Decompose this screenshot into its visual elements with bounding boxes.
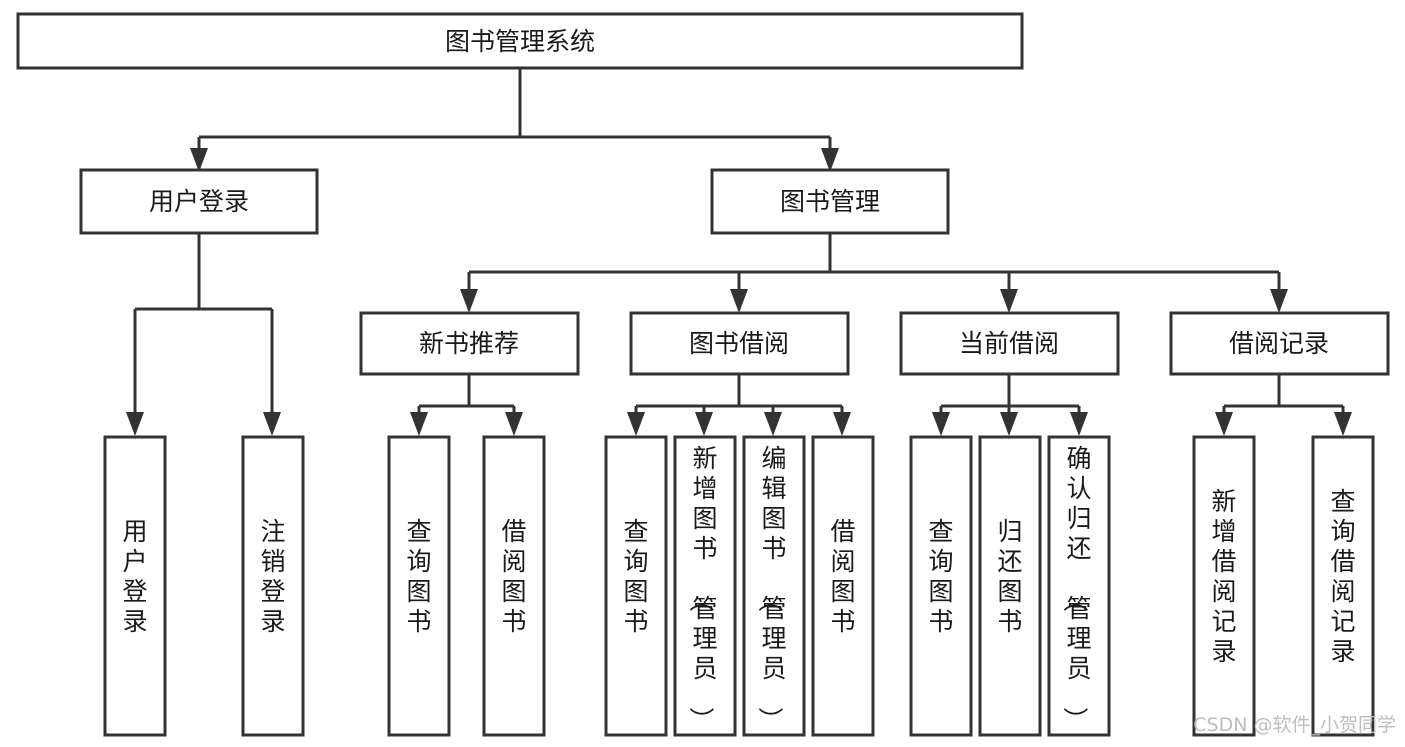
arrow-new-book-rec-to-query-book bbox=[410, 412, 428, 436]
node-book-manage-box[interactable] bbox=[710, 168, 950, 235]
node-leaf-edit-book-label: 编辑图书（管理员） bbox=[755, 444, 786, 732]
node-borrow-record-box[interactable] bbox=[1169, 311, 1390, 376]
node-leaf-confirm-return-box[interactable] bbox=[1047, 435, 1111, 737]
node-leaf-logout-box[interactable] bbox=[241, 435, 305, 737]
node-leaf-add-record-label: 新增借阅记录 bbox=[1211, 487, 1236, 666]
node-layer: 图书管理系统 用户登录 图书管理 新书推荐 图书借阅 bbox=[16, 12, 1390, 737]
node-leaf-return-book-box[interactable] bbox=[978, 435, 1042, 737]
node-leaf-edit-book-box[interactable] bbox=[742, 435, 806, 737]
arrow-book-manage-to-new-book-rec bbox=[460, 289, 478, 313]
arrow-borrow-record-to-add-record bbox=[1215, 412, 1233, 436]
node-user-login[interactable]: 用户登录 bbox=[79, 168, 319, 235]
arrow-book-manage-to-book-borrow bbox=[730, 289, 748, 313]
node-leaf-query-book-3-label: 查询图书 bbox=[928, 517, 953, 636]
arrow-current-borrow-to-confirm-return bbox=[1070, 412, 1088, 436]
node-root[interactable]: 图书管理系统 bbox=[16, 12, 1024, 70]
arrow-borrow-record-to-query-record bbox=[1334, 412, 1352, 436]
node-leaf-user-login[interactable]: 用户登录 bbox=[103, 435, 167, 737]
node-leaf-add-record[interactable]: 新增借阅记录 bbox=[1192, 435, 1256, 737]
node-borrow-record-label: 借阅记录 bbox=[1229, 329, 1329, 358]
node-leaf-borrow-book-1-label: 借阅图书 bbox=[501, 517, 526, 636]
edge-user-login-bus bbox=[133, 233, 274, 422]
node-leaf-add-book-label: 新增图书（管理员） bbox=[686, 444, 717, 732]
edge-borrow-record-bus bbox=[1222, 374, 1345, 422]
node-leaf-confirm-return-label: 确认归还（管理员） bbox=[1060, 444, 1091, 732]
node-borrow-record[interactable]: 借阅记录 bbox=[1169, 311, 1390, 376]
node-leaf-borrow-book-2-box[interactable] bbox=[811, 435, 875, 737]
node-book-manage-label: 图书管理 bbox=[780, 187, 880, 216]
arrow-user-login-to-leaf-user-login bbox=[126, 412, 144, 436]
arrow-root-to-book-manage bbox=[821, 148, 839, 172]
node-leaf-return-book-label: 归还图书 bbox=[997, 517, 1022, 636]
node-leaf-query-record[interactable]: 查询借阅记录 bbox=[1311, 435, 1375, 737]
node-current-borrow-box[interactable] bbox=[899, 311, 1120, 376]
node-book-borrow-label: 图书借阅 bbox=[689, 329, 789, 358]
node-current-borrow-label: 当前借阅 bbox=[959, 329, 1059, 358]
node-leaf-add-book[interactable]: 新增图书（管理员） bbox=[673, 435, 737, 737]
node-new-book-recommend[interactable]: 新书推荐 bbox=[359, 311, 580, 376]
node-leaf-logout[interactable]: 注销登录 bbox=[241, 435, 305, 737]
node-root-box[interactable] bbox=[16, 12, 1024, 70]
node-leaf-query-book-2-label: 查询图书 bbox=[623, 517, 648, 636]
connector-layer bbox=[126, 68, 1352, 436]
node-current-borrow[interactable]: 当前借阅 bbox=[899, 311, 1120, 376]
node-new-book-recommend-label: 新书推荐 bbox=[419, 329, 519, 358]
node-leaf-user-login-label: 用户登录 bbox=[122, 517, 147, 636]
node-leaf-query-book-1[interactable]: 查询图书 bbox=[387, 435, 451, 737]
node-leaf-add-book-box[interactable] bbox=[673, 435, 737, 737]
arrow-book-borrow-to-borrow-book bbox=[833, 412, 851, 436]
node-leaf-borrow-book-2-label: 借阅图书 bbox=[830, 517, 855, 636]
node-new-book-recommend-box[interactable] bbox=[359, 311, 580, 376]
node-leaf-confirm-return[interactable]: 确认归还（管理员） bbox=[1047, 435, 1111, 737]
node-leaf-logout-label: 注销登录 bbox=[260, 517, 285, 636]
arrow-current-borrow-to-query-book bbox=[932, 412, 950, 436]
node-book-borrow[interactable]: 图书借阅 bbox=[629, 311, 850, 376]
arrow-book-manage-to-borrow-record bbox=[1270, 289, 1288, 313]
node-leaf-query-book-1-label: 查询图书 bbox=[406, 517, 431, 636]
arrow-book-borrow-to-edit-book bbox=[764, 412, 782, 436]
arrow-root-to-user-login bbox=[190, 148, 208, 172]
node-leaf-query-record-box[interactable] bbox=[1311, 435, 1375, 737]
arrow-current-borrow-to-return-book bbox=[1000, 412, 1018, 436]
node-user-login-box[interactable] bbox=[79, 168, 319, 235]
node-leaf-query-record-label: 查询借阅记录 bbox=[1330, 487, 1355, 666]
node-leaf-return-book[interactable]: 归还图书 bbox=[978, 435, 1042, 737]
arrow-user-login-to-leaf-logout bbox=[263, 412, 281, 436]
edge-book-borrow-bus bbox=[634, 374, 844, 422]
arrow-book-manage-to-current-borrow bbox=[1000, 289, 1018, 313]
node-book-manage[interactable]: 图书管理 bbox=[710, 168, 950, 235]
node-leaf-edit-book[interactable]: 编辑图书（管理员） bbox=[742, 435, 806, 737]
node-leaf-query-book-2[interactable]: 查询图书 bbox=[604, 435, 668, 737]
node-leaf-add-record-box[interactable] bbox=[1192, 435, 1256, 737]
node-leaf-borrow-book-1[interactable]: 借阅图书 bbox=[482, 435, 546, 737]
node-leaf-query-book-3-box[interactable] bbox=[909, 435, 973, 737]
node-book-borrow-box[interactable] bbox=[629, 311, 850, 376]
csdn-watermark: CSDN @软件_小贺同学 bbox=[1193, 714, 1396, 736]
arrow-book-borrow-to-add-book bbox=[695, 412, 713, 436]
node-root-label: 图书管理系统 bbox=[445, 27, 595, 56]
node-leaf-user-login-box[interactable] bbox=[103, 435, 167, 737]
edge-book-manage-bus bbox=[467, 233, 1281, 300]
node-leaf-borrow-book-1-box[interactable] bbox=[482, 435, 546, 737]
edge-root-bus bbox=[197, 68, 832, 158]
node-leaf-query-book-3[interactable]: 查询图书 bbox=[909, 435, 973, 737]
edge-new-book-rec-bus bbox=[417, 374, 516, 422]
node-leaf-query-book-2-box[interactable] bbox=[604, 435, 668, 737]
node-leaf-borrow-book-2[interactable]: 借阅图书 bbox=[811, 435, 875, 737]
arrow-book-borrow-to-query-book bbox=[627, 412, 645, 436]
node-leaf-query-book-1-box[interactable] bbox=[387, 435, 451, 737]
arrow-new-book-rec-to-borrow-book bbox=[505, 412, 523, 436]
node-user-login-label: 用户登录 bbox=[149, 187, 249, 216]
